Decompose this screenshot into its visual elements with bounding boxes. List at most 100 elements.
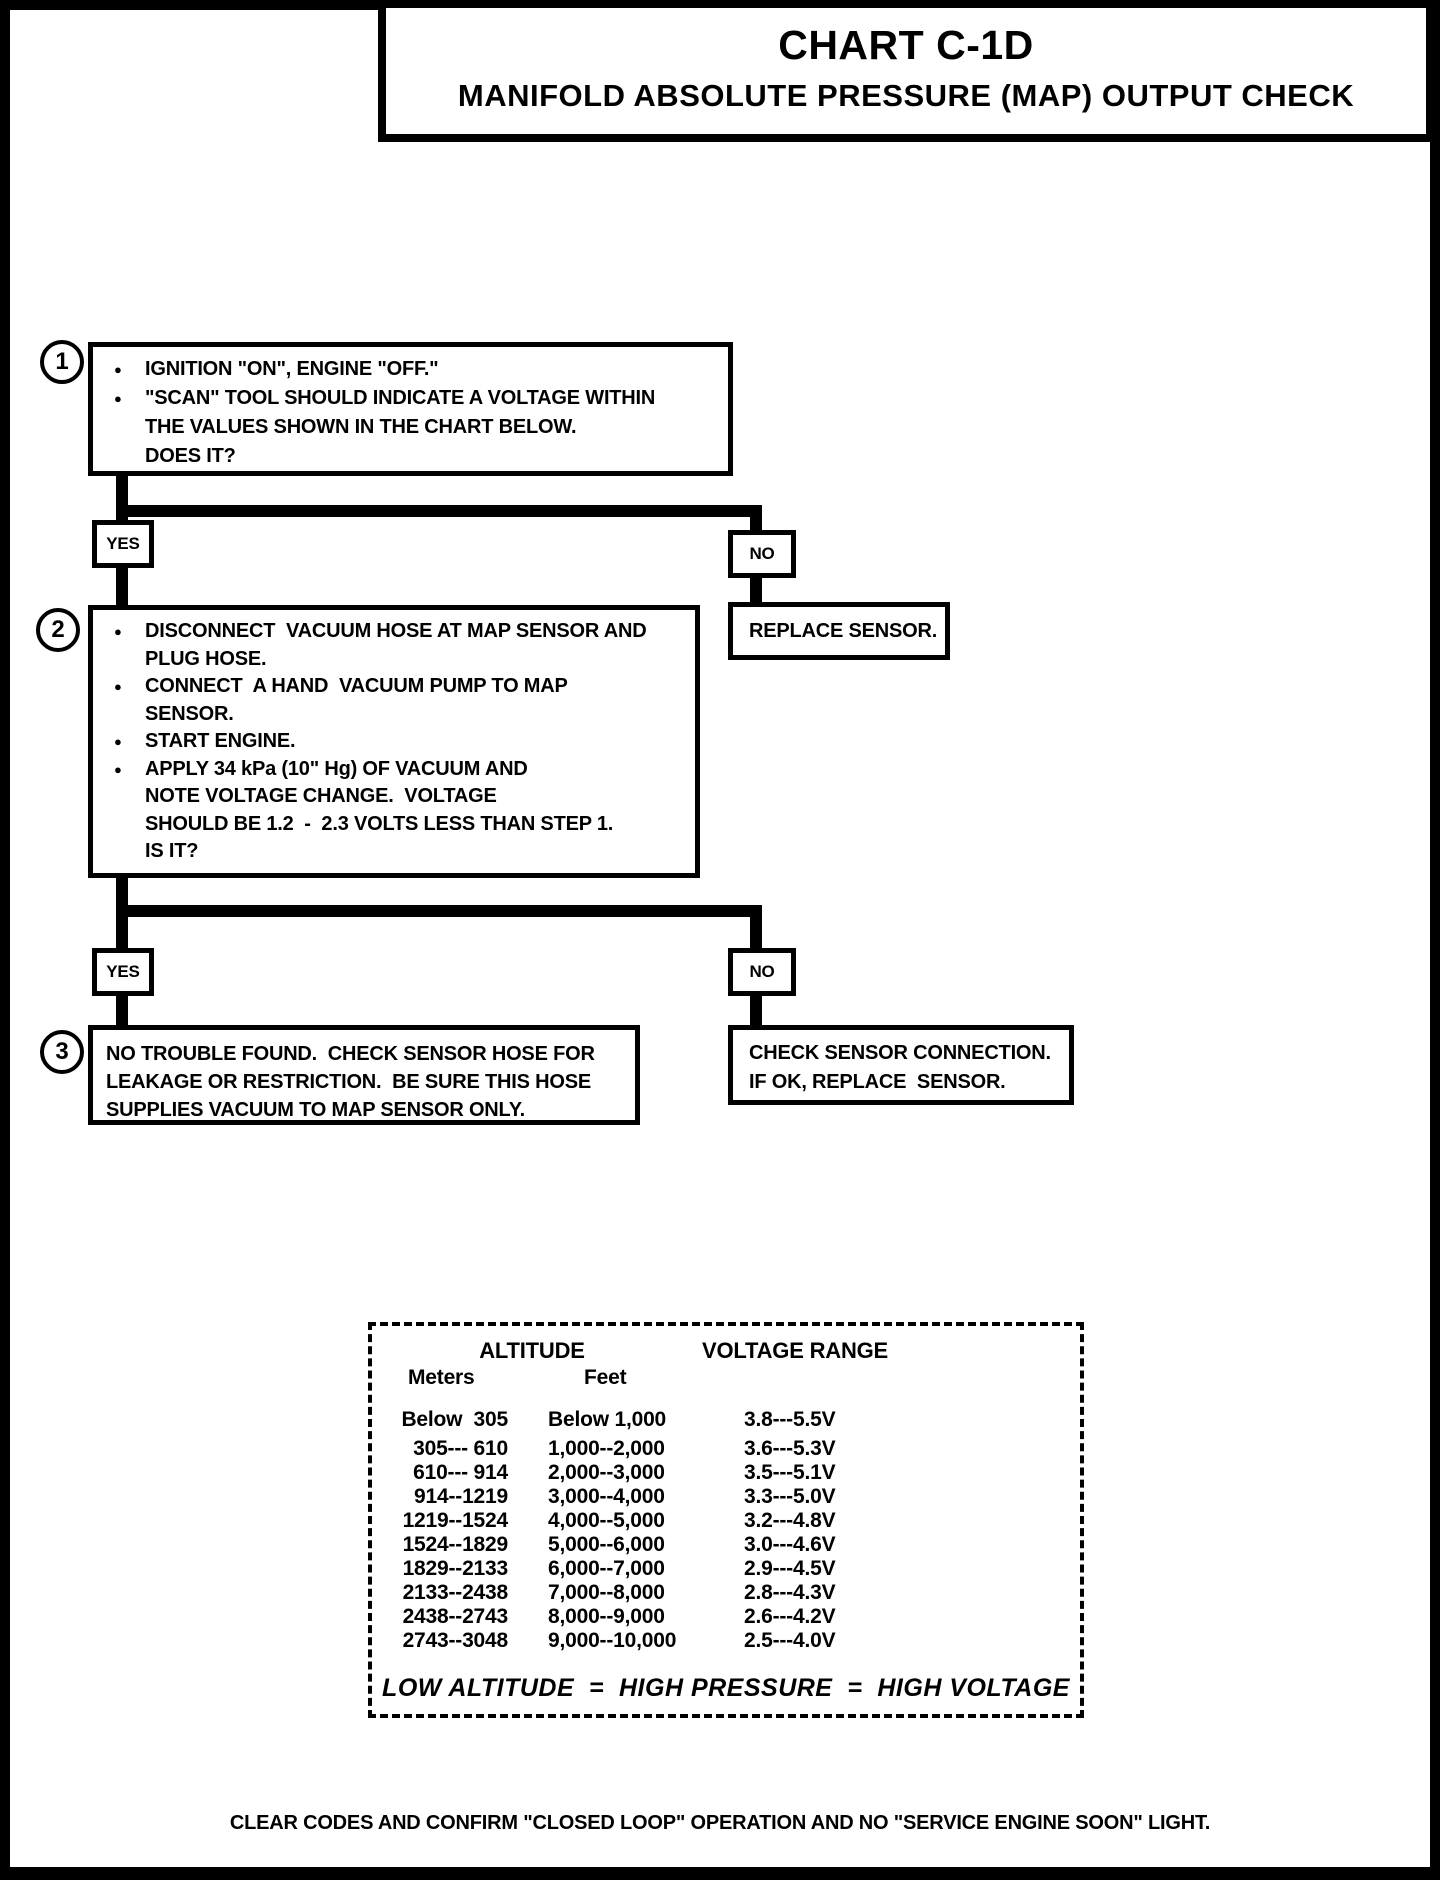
voltage-cell: 2.6---4.2V	[744, 1605, 836, 1628]
voltage-cell: 2.5---4.0V	[744, 1629, 836, 1652]
page-title: CHART C-1D	[778, 22, 1034, 68]
yes1-label: YES	[106, 534, 140, 553]
footer-note: CLEAR CODES AND CONFIRM "CLOSED LOOP" OP…	[229, 1812, 1211, 1834]
step2-line: PLUG HOSE.	[93, 646, 695, 674]
check-sensor-line-text: CHECK SENSOR CONNECTION.	[749, 1042, 1051, 1064]
connector-yes1-step2	[116, 566, 128, 607]
voltage-cell: 3.2---4.8V	[744, 1509, 836, 1532]
step1-line-text: "SCAN" TOOL SHOULD INDICATE A VOLTAGE WI…	[145, 387, 656, 409]
feet-cell: 1,000--2,000	[548, 1437, 665, 1460]
bullet-icon: ●	[114, 761, 122, 777]
check-sensor-box: CHECK SENSOR CONNECTION. IF OK, REPLACE …	[728, 1025, 1074, 1105]
table-row: 1829--2133 6,000--7,000 2.9---4.5V	[372, 1557, 1080, 1581]
table-row: 2438--2743 8,000--9,000 2.6---4.2V	[372, 1605, 1080, 1629]
step1-number-circle: 1	[40, 340, 84, 384]
step3-line: NO TROUBLE FOUND. CHECK SENSOR HOSE FOR	[106, 1040, 627, 1068]
connector-yes2-step3	[116, 994, 128, 1027]
step2-number-circle: 2	[36, 608, 80, 652]
connector-no1-replace	[750, 576, 762, 604]
step2-box: ● DISCONNECT VACUUM HOSE AT MAP SENSOR AN…	[88, 605, 700, 878]
connector-no2-check	[750, 994, 762, 1027]
feet-cell: 6,000--7,000	[548, 1557, 665, 1580]
branch2-no-drop	[750, 905, 762, 950]
branch1-horizontal-line	[116, 505, 762, 517]
step3-line: LEAKAGE OR RESTRICTION. BE SURE THIS HOS…	[106, 1068, 627, 1096]
voltage-cell: 2.8---4.3V	[744, 1581, 836, 1604]
branch2-horizontal-line	[116, 905, 762, 917]
bullet-icon: ●	[114, 624, 122, 639]
step1-box: ●IGNITION "ON", ENGINE "OFF." ● "SCAN" TO…	[88, 342, 733, 476]
check-sensor-line: CHECK SENSOR CONNECTION.	[749, 1039, 1069, 1068]
branch1-no-drop	[750, 505, 762, 532]
meters-cell: 2743--3048	[402, 1629, 509, 1652]
step2-line: ● APPLY 34 kPa (10" Hg) OF VACUUM AND	[93, 756, 695, 784]
meters-cell: 2438--2743	[402, 1605, 509, 1628]
step2-line-text: CONNECT A HAND VACUUM PUMP TO MAP	[145, 675, 568, 697]
step3-line-text: LEAKAGE OR RESTRICTION. BE SURE THIS HOS…	[106, 1071, 591, 1093]
meters-cell: 914--1219	[414, 1485, 508, 1508]
step3-number-circle: 3	[40, 1030, 84, 1074]
step1-line: DOES IT?	[93, 442, 728, 471]
no1-box: NO	[728, 530, 796, 578]
voltage-cell: 3.6---5.3V	[744, 1437, 836, 1460]
voltage-range-header: VOLTAGE RANGE	[702, 1338, 889, 1363]
step2-line-text: NOTE VOLTAGE CHANGE. VOLTAGE	[145, 785, 497, 807]
feet-cell: 8,000--9,000	[548, 1605, 665, 1628]
step1-line: THE VALUES SHOWN IN THE CHART BELOW.	[93, 413, 728, 442]
bullet-icon: ●	[114, 734, 122, 749]
step2-number: 2	[51, 616, 65, 643]
voltage-cell: 3.0---4.6V	[744, 1533, 836, 1556]
page-subtitle: MANIFOLD ABSOLUTE PRESSURE (MAP) OUTPUT …	[457, 78, 1355, 113]
step2-line-text: SHOULD BE 1.2 - 2.3 VOLTS LESS THAN STEP…	[145, 812, 614, 835]
step2-line-text: SENSOR.	[145, 702, 234, 725]
step3-line-text: NO TROUBLE FOUND. CHECK SENSOR HOSE FOR	[106, 1043, 595, 1065]
step1-line: ● "SCAN" TOOL SHOULD INDICATE A VOLTAGE W…	[93, 384, 728, 413]
feet-cell: 5,000--6,000	[548, 1533, 665, 1556]
altitude-voltage-table: ALTITUDE VOLTAGE RANGE Meters Feet Below…	[368, 1322, 1084, 1718]
table-footer-note: LOW ALTITUDE = HIGH PRESSURE = HIGH VOLT…	[382, 1674, 1070, 1702]
step2-line: SENSOR.	[93, 701, 695, 729]
voltage-cell: 2.9---4.5V	[744, 1557, 836, 1580]
check-sensor-line: IF OK, REPLACE SENSOR.	[749, 1068, 1069, 1097]
bullet-icon: ●	[114, 679, 122, 694]
table-row: 2133--2438 7,000--8,000 2.8---4.3V	[372, 1581, 1080, 1605]
check-sensor-line-text: IF OK, REPLACE SENSOR.	[749, 1071, 1006, 1093]
step2-line: IS IT?	[93, 838, 695, 866]
step2-line: SHOULD BE 1.2 - 2.3 VOLTS LESS THAN STEP…	[93, 811, 695, 839]
feet-cell: 7,000--8,000	[548, 1581, 665, 1604]
meters-cell: 2133--2438	[402, 1581, 509, 1604]
yes2-box: YES	[92, 948, 154, 996]
step3-line-text: SUPPLIES VACUUM TO MAP SENSOR ONLY.	[106, 1099, 526, 1121]
step3-line: SUPPLIES VACUUM TO MAP SENSOR ONLY.	[106, 1096, 627, 1124]
step2-line: ● CONNECT A HAND VACUUM PUMP TO MAP	[93, 673, 695, 701]
step2-line-text: PLUG HOSE.	[145, 647, 267, 670]
replace-sensor-box: REPLACE SENSOR.	[728, 602, 950, 660]
step2-line: ● DISCONNECT VACUUM HOSE AT MAP SENSOR AN…	[93, 618, 695, 646]
step1-number: 1	[55, 348, 69, 375]
no2-box: NO	[728, 948, 796, 996]
meters-cell: 1829--2133	[402, 1557, 509, 1580]
table-row: 1524--1829 5,000--6,000 3.0---4.6V	[372, 1533, 1080, 1557]
feet-header: Feet	[584, 1366, 627, 1389]
feet-cell: 9,000--10,000	[548, 1629, 677, 1652]
step1-line: ●IGNITION "ON", ENGINE "OFF."	[93, 355, 728, 384]
bullet-icon: ●	[114, 391, 122, 406]
yes2-label: YES	[106, 962, 140, 981]
step2-line-text: DISCONNECT VACUUM HOSE AT MAP SENSOR AND	[145, 620, 647, 642]
meters-cell: 1524--1829	[402, 1533, 509, 1556]
yes1-box: YES	[92, 520, 154, 568]
no2-label: NO	[749, 962, 775, 981]
feet-cell: 3,000--4,000	[548, 1485, 665, 1508]
altitude-header: ALTITUDE	[479, 1338, 585, 1363]
bullet-icon: ●	[114, 362, 122, 377]
feet-cell: Below 1,000	[548, 1408, 667, 1431]
step2-line-text: APPLY 34 kPa (10" Hg) OF VACUUM AND	[145, 757, 528, 780]
feet-cell: 2,000--3,000	[548, 1461, 665, 1484]
